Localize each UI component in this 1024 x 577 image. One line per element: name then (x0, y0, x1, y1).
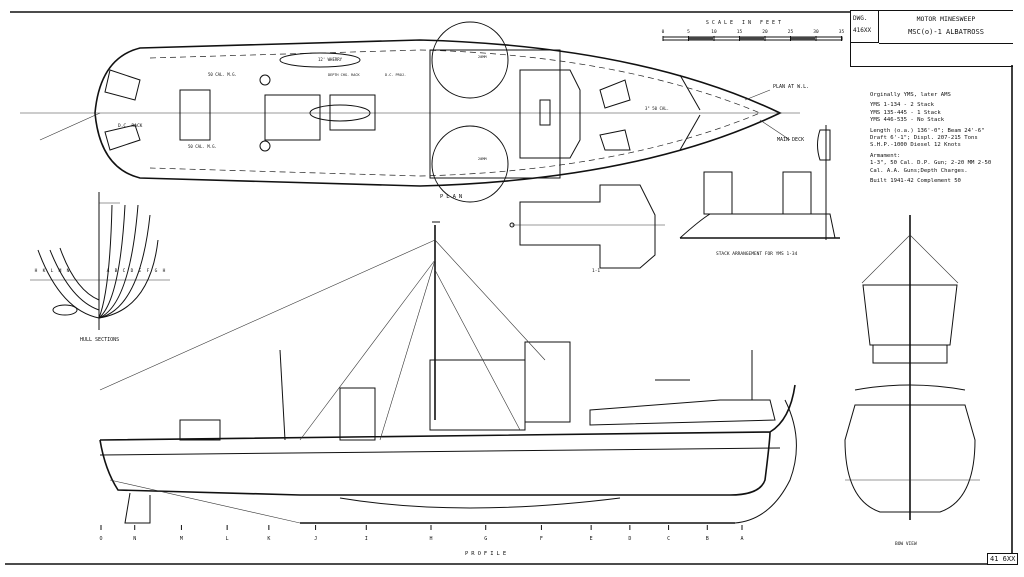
bow-view-title: BOW VIEW (895, 541, 917, 547)
station-label: N (133, 536, 136, 542)
label-depth-charge-rack: DEPTH CHG. RACK (328, 73, 361, 77)
drawing-number-box: DWG. 416XX (851, 11, 879, 43)
note-line: YMS 446-535 - No Stack (870, 117, 945, 124)
section-letter-fwd: A (107, 268, 110, 274)
station-label: D (628, 536, 631, 542)
note-line: Cal. A.A. Guns;Depth Charges. (870, 167, 968, 174)
station-label: K (267, 536, 270, 542)
title-block: DWG. 416XX MOTOR MINESWEEP MSC(o)-1 ALBA… (850, 10, 1013, 67)
label-20mm-stbd: 20MM (478, 157, 486, 161)
note-line: S.H.P.-1000 Diesel 12 Knots (870, 142, 961, 149)
section-letter-aft: M (59, 268, 62, 274)
title-divider (879, 43, 1013, 44)
section-1-1-title: 1-1 (592, 268, 600, 274)
section-letter-fwd: G (155, 268, 158, 274)
station-label: H (429, 536, 432, 542)
stack-arrangement: STACK ARRANGEMENT FOR YMS 1-34 (679, 171, 840, 257)
section-letter-fwd: D (131, 268, 134, 274)
station-label: M (180, 536, 183, 542)
note-line: Armament: (870, 152, 901, 159)
station-label: A (740, 536, 743, 542)
section-letter-aft: H (35, 268, 38, 274)
scale-tick-label: 35 (839, 29, 845, 35)
scale-bar: SCALE IN FEET 0 5 10 15 20 25 30 35 (662, 20, 845, 41)
label-mg-stbd: 50 CAL. M.G. (188, 144, 217, 149)
scale-tick-label: 10 (711, 29, 717, 35)
label-mg-port: 50 CAL. M.G. (208, 72, 237, 77)
note-line: Built 1941-42 Complement 50 (870, 178, 961, 185)
dwg-label: DWG. (853, 15, 868, 22)
label-20mm-port: 20MM (478, 55, 486, 59)
label-main-deck: MAIN DECK (777, 137, 804, 143)
station-label: C (667, 536, 670, 542)
station-label: G (484, 536, 487, 542)
label-plan-at-wl: PLAN AT W.L. (773, 84, 809, 90)
station-label: J (314, 536, 317, 542)
section-letter-fwd: E (139, 268, 142, 274)
label-dc-rack: D.C. RACK (118, 123, 143, 129)
vessel-name: MSC(o)-1 ALBATROSS (908, 28, 984, 36)
dwg-number: 416XX (853, 27, 872, 34)
section-letter-aft: L (51, 268, 54, 274)
bow-view: BOW VIEW (844, 215, 980, 547)
label-wherry: 12' WHERRY (318, 57, 343, 62)
drawing-border (5, 11, 1013, 565)
specification-notes: Orginally YMS, later AMS YMS 1-134 - 2 S… (870, 92, 1015, 185)
hull-sections-title: HULL SECTIONS (80, 337, 119, 343)
station-label: L (226, 536, 229, 542)
section-letter-aft: K (43, 268, 46, 274)
rudder-detail (817, 125, 831, 240)
section-letter-fwd: F (147, 268, 150, 274)
station-label: F (540, 536, 543, 542)
section-letter-fwd: B (115, 268, 118, 274)
plan-title: PLAN (440, 194, 465, 200)
stack-arrangement-title: STACK ARRANGEMENT FOR YMS 1-34 (716, 251, 798, 257)
section-1-1: 1-1 (509, 184, 665, 274)
note-line: YMS 1-134 - 2 Stack (870, 102, 934, 109)
station-label: E (590, 536, 593, 542)
vessel-type: MOTOR MINESWEEP (916, 15, 976, 23)
note-line: Orginally YMS, later AMS (870, 92, 951, 98)
scale-tick-label: 0 (662, 29, 665, 35)
scale-tick-label: 25 (788, 29, 794, 35)
section-letter-fwd: H (163, 268, 166, 274)
scale-tick-label: 5 (687, 29, 690, 35)
note-line: YMS 135-445 - 1 Stack (870, 109, 941, 116)
scale-title: SCALE IN FEET (706, 20, 784, 26)
scale-tick-label: 20 (762, 29, 768, 35)
scale-tick-label: 15 (737, 29, 743, 35)
section-letter-aft: N (67, 268, 70, 274)
section-letter-fwd: C (123, 268, 126, 274)
note-line: 1-3", 50 Cal. D.P. Gun; 2-20 MM 2-50 (870, 160, 992, 167)
label-dc-proj: D.C. PROJ. (385, 73, 406, 77)
station-label: B (706, 536, 709, 542)
station-label: I (365, 536, 368, 542)
scale-tick-label: 30 (813, 29, 819, 35)
profile-title: PROFILE (465, 551, 509, 557)
plan-view: PLAN PLAN AT W.L. MAIN DECK D.C. RACK 50… (20, 21, 809, 203)
label-3in-gun: 3" 50 CAL. (645, 106, 669, 111)
note-line: Draft 6'-1"; Displ. 207-215 Tons (870, 135, 978, 142)
note-line: Length (o.a.) 136'-0"; Beam 24'-6" (870, 127, 985, 134)
station-label: O (99, 536, 102, 542)
sheet-stamp: 41 6XX (987, 553, 1019, 565)
